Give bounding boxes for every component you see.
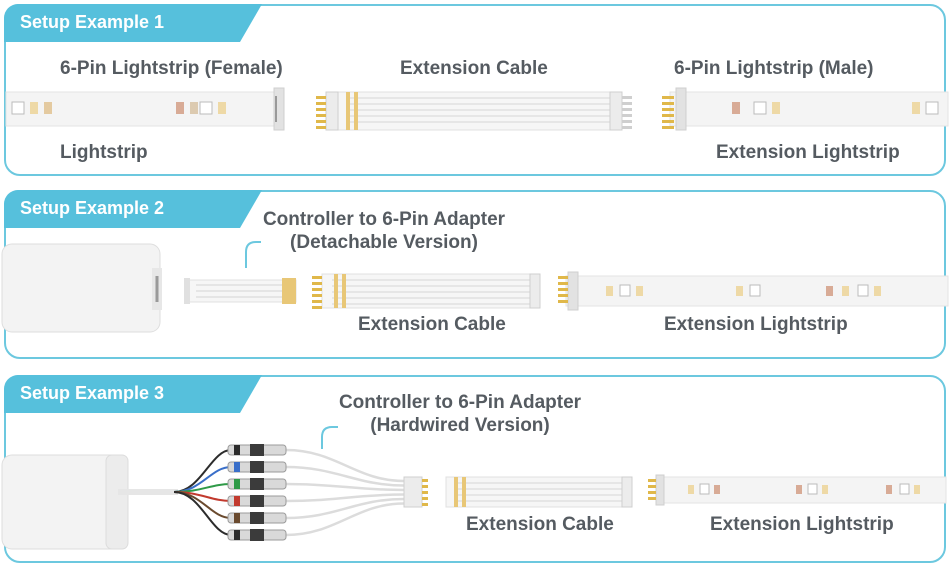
hardwired-wires bbox=[173, 448, 405, 537]
white-wire bbox=[285, 482, 405, 492]
lightstrip-label: Lightstrip bbox=[60, 142, 148, 163]
adapter-label-line2-3: (Hardwired Version) bbox=[370, 415, 550, 436]
female-lightstrip-label: 6-Pin Lightstrip (Female) bbox=[60, 58, 283, 79]
extension-cable-label: Extension Cable bbox=[400, 58, 548, 79]
colored-wire bbox=[173, 483, 232, 493]
wire-connector bbox=[227, 444, 287, 456]
adapter-label-line1-3: Controller to 6-Pin Adapter bbox=[338, 392, 582, 413]
male-lightstrip-label: 6-Pin Lightstrip (Male) bbox=[674, 58, 874, 79]
controller-box bbox=[1, 243, 162, 333]
colored-wire bbox=[173, 491, 232, 536]
adapter-pointer-3 bbox=[321, 426, 338, 449]
wire-connector bbox=[227, 461, 287, 473]
hardwired-adapter-head bbox=[403, 476, 428, 508]
setup-3-illustration bbox=[1, 426, 947, 550]
wire-connector bbox=[227, 495, 287, 507]
detachable-adapter bbox=[184, 278, 297, 304]
wire-connectors bbox=[227, 444, 287, 541]
white-wire bbox=[285, 493, 405, 503]
extension-lightstrip-label-2: Extension Lightstrip bbox=[664, 314, 848, 335]
setup-example-2-title: Setup Example 2 bbox=[20, 198, 165, 218]
extension-lightstrip-3 bbox=[648, 474, 947, 506]
setup-example-2-panel: Setup Example 2 Controller to 6-Pin Adap… bbox=[1, 190, 949, 359]
setup-example-3-tab: Setup Example 3 bbox=[4, 375, 262, 413]
extension-cable-1 bbox=[316, 91, 632, 131]
setup-example-3-panel: Setup Example 3 Controller to 6-Pin Adap… bbox=[1, 375, 947, 563]
setup-example-1-tab: Setup Example 1 bbox=[4, 4, 262, 42]
setup-example-1-title: Setup Example 1 bbox=[20, 12, 165, 32]
setup-1-illustration bbox=[5, 87, 949, 131]
setup-example-3-title: Setup Example 3 bbox=[20, 383, 165, 403]
adapter-label-line2: (Detachable Version) bbox=[290, 232, 478, 253]
white-wire bbox=[285, 448, 405, 483]
white-wire bbox=[285, 497, 405, 520]
wire-connector bbox=[227, 529, 287, 541]
colored-wire bbox=[173, 449, 232, 493]
setup-example-2-tab: Setup Example 2 bbox=[4, 190, 262, 228]
white-wire bbox=[285, 465, 405, 487]
extension-lightstrip-2 bbox=[558, 271, 949, 311]
extension-lightstrip-label-3: Extension Lightstrip bbox=[710, 514, 894, 535]
wire-connector bbox=[227, 478, 287, 490]
adapter-pointer bbox=[245, 241, 261, 268]
setup-example-1-panel: Setup Example 1 6-Pin Lightstrip (Female… bbox=[4, 4, 949, 176]
wire-connector bbox=[227, 512, 287, 524]
extension-cable-label-2: Extension Cable bbox=[358, 314, 506, 335]
male-lightstrip bbox=[662, 87, 949, 131]
adapter-detachable-label: Controller to 6-Pin Adapter (Detachable … bbox=[244, 208, 524, 254]
adapter-label-line1: Controller to 6-Pin Adapter bbox=[262, 209, 506, 230]
adapter-hardwired-label: Controller to 6-Pin Adapter (Hardwired V… bbox=[324, 391, 596, 437]
extension-cable-2 bbox=[312, 273, 541, 309]
controller-box-3 bbox=[1, 454, 178, 550]
extension-cable-3 bbox=[445, 476, 633, 508]
setup-2-illustration bbox=[1, 241, 949, 333]
extension-lightstrip-label: Extension Lightstrip bbox=[716, 142, 900, 163]
extension-cable-label-3: Extension Cable bbox=[466, 514, 614, 535]
white-wire bbox=[285, 502, 405, 537]
female-lightstrip bbox=[5, 87, 285, 131]
